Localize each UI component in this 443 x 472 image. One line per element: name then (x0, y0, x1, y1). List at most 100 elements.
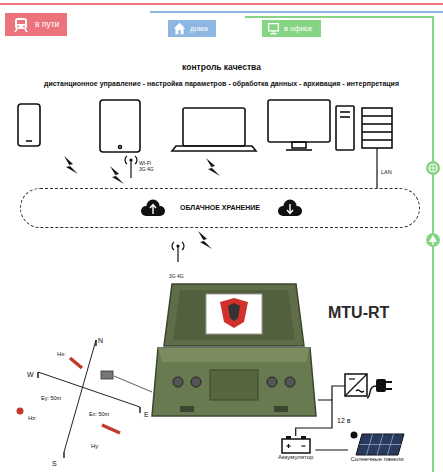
node-text: в офисе (284, 24, 313, 33)
label-slot: W (27, 363, 34, 381)
train-icon (17, 25, 19, 27)
instrument-case: MTU-RT (150, 282, 318, 420)
office-icon (270, 33, 277, 34)
power-cable (315, 449, 348, 450)
label-text: дистанционное управление - настройка пар… (44, 80, 399, 87)
devices (18, 100, 392, 188)
connector-socket (267, 377, 277, 387)
tree-icon (432, 242, 433, 245)
train-icon (23, 25, 25, 27)
label-slot: N (98, 329, 103, 347)
node-text: Аккумулятор (276, 454, 315, 462)
magnetic-sensor (17, 408, 24, 415)
cloud-download-icon (287, 204, 293, 214)
inverter-icon (345, 374, 367, 396)
label-slot: LAN (381, 160, 392, 178)
label-text: 3G 4G (169, 273, 184, 279)
antenna-icon (182, 242, 184, 250)
case-screen (206, 294, 262, 334)
server-icon (362, 139, 392, 141)
monitor-icon (268, 100, 330, 142)
cloud-upload-icon (150, 205, 156, 215)
lan-wire (376, 148, 377, 188)
logo-mark (228, 303, 240, 321)
antenna-icon (125, 156, 127, 164)
antenna-icon (135, 156, 137, 164)
lightning-bolt (110, 166, 124, 184)
title-text: контроль качества (182, 62, 261, 72)
solar-panel-icon (360, 444, 402, 445)
inverter-icon (356, 390, 364, 392)
node-text: ОБЛАЧНОЕ ХРАНЕНИЕ (180, 204, 260, 211)
plug-icon (376, 379, 386, 392)
label-text: Ex: 50m (88, 411, 110, 417)
location-tab: дома (168, 20, 216, 37)
label-slot: WI-FI 3G 4G (139, 161, 159, 172)
train-icon (15, 29, 17, 32)
train-icon (13, 17, 29, 33)
connector-socket (173, 377, 183, 387)
label-slot: Hy (90, 434, 99, 452)
house-icon (178, 30, 180, 34)
server-icon (362, 115, 392, 117)
antenna-icon (129, 158, 132, 161)
label-text: LAN (381, 169, 392, 175)
label-text: E (144, 411, 149, 418)
battery-picture (281, 436, 311, 454)
tower-icon (340, 116, 350, 118)
solar-panel-unit: Солнечные панели (348, 430, 406, 464)
magnetic-sensor (102, 425, 120, 433)
tablet-icon (100, 100, 140, 152)
monitor-icon (292, 142, 306, 148)
label-slot: Ex: 50m (88, 402, 110, 420)
cloud-icons (141, 200, 302, 217)
globe-icon (429, 164, 437, 172)
device-name: MTU-RT (328, 304, 443, 322)
plug-icon (386, 388, 392, 390)
case-latch (180, 406, 194, 412)
battery-icon (301, 445, 305, 446)
electrode (139, 407, 141, 413)
location-tab: в офисе (262, 20, 321, 37)
phone-icon (18, 104, 40, 146)
antenna-icon (130, 160, 131, 178)
header-bar (150, 11, 443, 13)
globe-icon (426, 161, 440, 175)
battery-unit: Аккумулятор (276, 436, 315, 462)
inverter-icon (349, 378, 355, 379)
sun-icon (351, 432, 358, 439)
node-text: Солнечные панели (348, 456, 406, 464)
case-picture (150, 282, 318, 420)
plug-icon (367, 386, 376, 398)
label-text: Hy (90, 443, 99, 449)
server-icon (362, 123, 392, 125)
field-layout (17, 340, 153, 458)
connector-socket (285, 377, 295, 387)
lightning-bolt (198, 231, 212, 249)
battery-icon (301, 436, 306, 439)
server-icon (362, 131, 392, 133)
electrode-line (38, 372, 140, 407)
tree-icon (429, 235, 437, 242)
antenna-icon (176, 244, 179, 247)
lightning-bolt (206, 158, 220, 176)
tablet-icon (119, 146, 122, 149)
solar-picture (348, 430, 406, 456)
solar-panel-icon (356, 434, 404, 455)
label-slot: Hx: (56, 342, 67, 360)
tower-icon (336, 106, 354, 150)
case-body (158, 348, 310, 362)
title-slot: контроль качества (0, 56, 443, 74)
connector-socket (191, 377, 201, 387)
logo-mark (220, 298, 248, 328)
antenna-icon (177, 246, 178, 262)
label-text: Hx: (56, 351, 67, 357)
label-text: WI-FI 3G 4G (139, 161, 159, 172)
case-panel (210, 370, 258, 400)
voltage-label: 12 в (336, 417, 351, 424)
plug-icon (386, 381, 392, 383)
inverter-icon (345, 374, 367, 396)
case-body (152, 348, 316, 416)
office-icon (267, 22, 280, 35)
node-text: в пути (35, 19, 59, 29)
